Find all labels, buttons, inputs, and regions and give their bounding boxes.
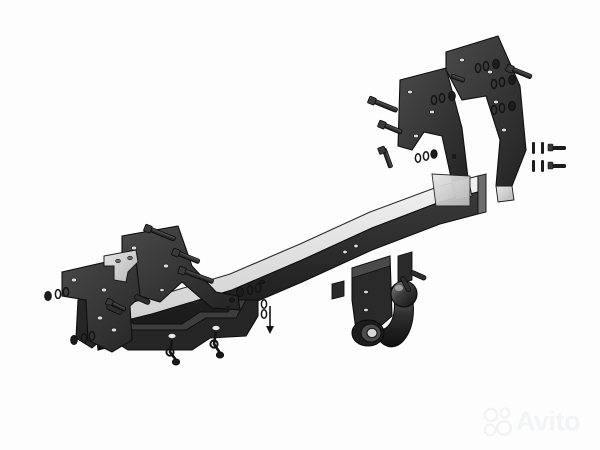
hardware-bolts-long [105,63,533,312]
crossbar-right-end [477,173,487,215]
washer-nut-cluster-left-upper [44,286,70,301]
washer-nut-cluster-right-d [490,101,516,116]
washer-nut-cluster-left-lower [70,330,96,345]
washer-nut-cluster-right-c [490,75,516,90]
washer-nut-cluster-right-b [474,59,500,74]
towball-collar [351,319,385,347]
eyelet-left [165,339,181,366]
part-crossbar [91,173,487,351]
eyelet-right [209,331,225,359]
part-safety-eyelets [165,331,225,366]
washer-nut-cluster-right-a [430,91,456,106]
washer-nut-cluster-beam-top [414,149,438,163]
hardware-washers-nuts [44,59,566,345]
part-towball-assembly [331,251,418,348]
hardware-spacers [106,270,427,315]
washer-nut-cluster-mid-left [236,282,274,334]
crossbar-hole-markers [226,154,456,311]
part-right-support-strut [431,173,471,207]
hardware-small-pins-group [532,142,566,172]
part-small-angle-plate [103,249,139,283]
